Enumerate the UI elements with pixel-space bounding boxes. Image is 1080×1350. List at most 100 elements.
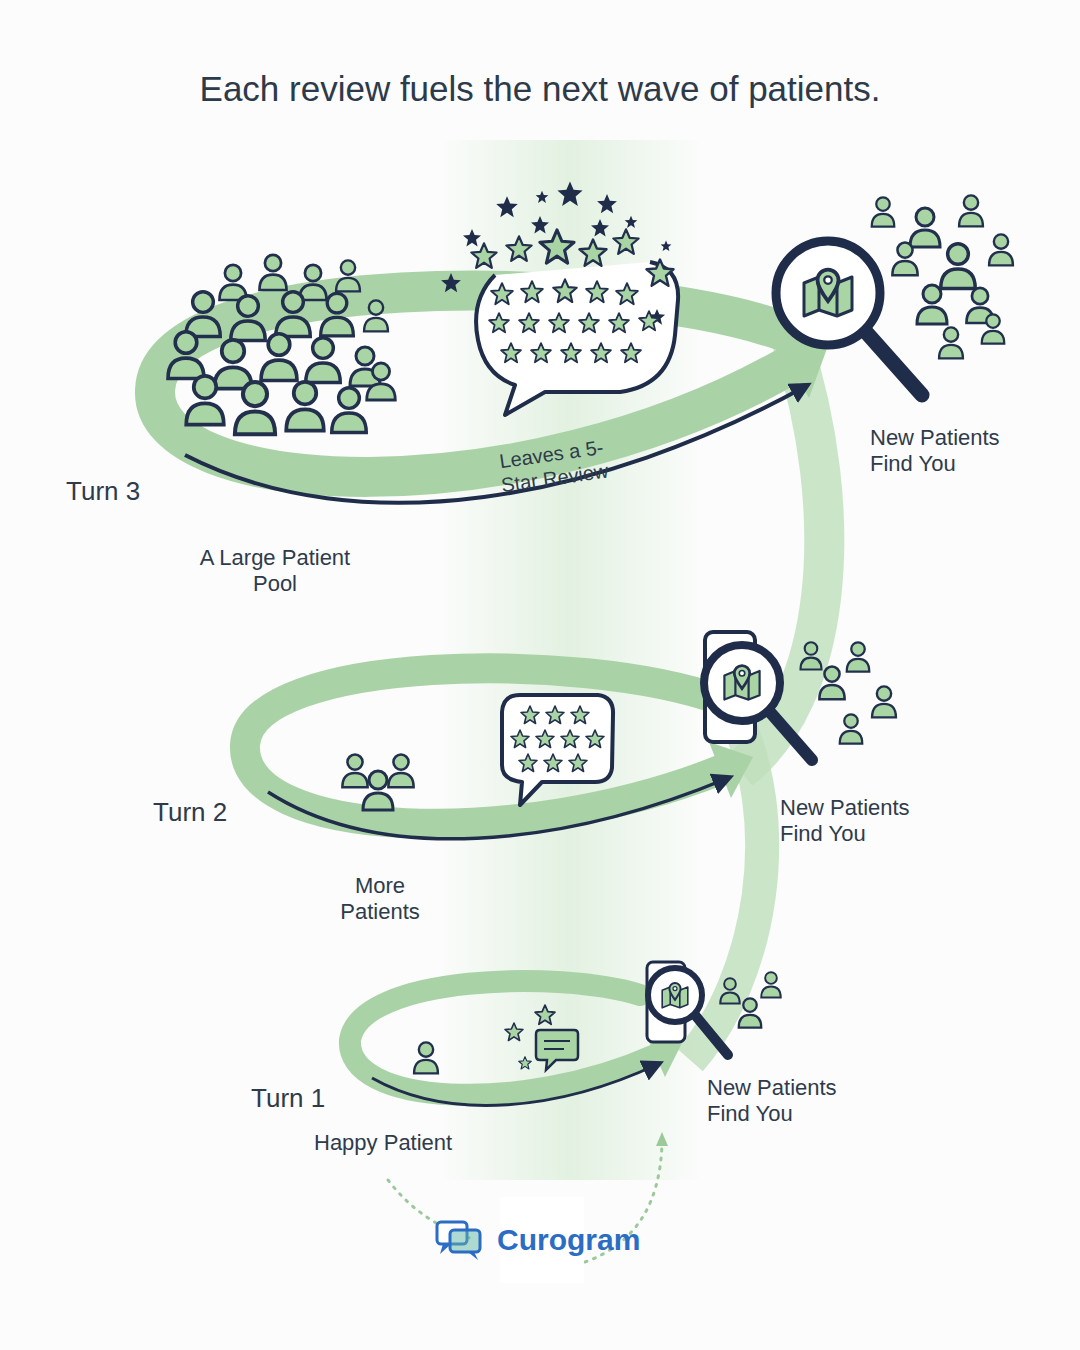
star-icon xyxy=(471,243,496,268)
diagram-title: Each review fuels the next wave of patie… xyxy=(0,68,1080,110)
star-icon xyxy=(519,754,537,772)
dotted-arrowhead xyxy=(656,1132,668,1146)
star-icon xyxy=(521,706,539,724)
patient-group xyxy=(342,755,413,810)
map-icon xyxy=(724,666,759,700)
star-icon xyxy=(580,240,607,266)
patient-crowd xyxy=(168,255,395,434)
turn-label: Turn 1 xyxy=(251,1083,371,1114)
new-patients-group xyxy=(801,642,896,743)
star-icon xyxy=(569,754,587,772)
band-arrowhead xyxy=(709,742,753,798)
star-icon xyxy=(491,283,513,304)
brand-name: Curogram xyxy=(497,1222,667,1258)
stage-label: Happy Patient xyxy=(314,1130,514,1156)
chat-icon xyxy=(536,1030,578,1070)
star-icon xyxy=(647,260,674,286)
star-icon xyxy=(561,343,581,362)
star-icon xyxy=(625,216,638,228)
star-icon xyxy=(586,281,608,302)
star-icon xyxy=(549,313,569,332)
star-icon xyxy=(621,343,641,362)
star-icon xyxy=(519,313,539,332)
flow-arrow xyxy=(185,386,806,503)
person-icon xyxy=(910,208,940,247)
outcome-label: New Patients Find You xyxy=(707,1075,867,1128)
person-icon xyxy=(231,296,266,341)
star-icon xyxy=(616,283,638,304)
magnifier-lens xyxy=(776,241,880,345)
star-icon xyxy=(561,730,579,748)
spiral-band xyxy=(350,981,655,1095)
new-patients-group xyxy=(720,972,781,1027)
star-icon xyxy=(557,181,582,206)
review-bubble xyxy=(502,695,613,805)
person-icon xyxy=(260,255,287,290)
person-icon xyxy=(364,300,388,331)
star-icon xyxy=(501,343,521,362)
star-icon xyxy=(519,1057,532,1069)
person-icon xyxy=(276,292,311,337)
chat-line xyxy=(544,1040,570,1042)
magnifier-lens xyxy=(648,968,702,1022)
person-icon xyxy=(286,382,324,431)
star-icon xyxy=(531,343,551,362)
star-icon xyxy=(609,313,629,332)
person-icon xyxy=(801,642,822,669)
person-icon xyxy=(220,265,247,300)
person-icon xyxy=(819,667,844,700)
star-icon xyxy=(540,230,574,263)
speech-bubble xyxy=(476,262,678,415)
star-icon xyxy=(505,1023,523,1041)
person-icon xyxy=(941,244,976,289)
search-magnifier xyxy=(647,962,728,1055)
magnifier-handle xyxy=(866,332,922,395)
star-icon xyxy=(521,281,543,302)
person-icon xyxy=(872,197,895,226)
star-icon xyxy=(506,236,531,261)
flow-arrow xyxy=(268,778,728,839)
person-icon xyxy=(261,334,297,381)
person-icon xyxy=(332,388,367,433)
person-icon xyxy=(235,382,275,434)
person-icon xyxy=(982,314,1005,343)
star-icon xyxy=(553,279,576,302)
person-icon xyxy=(847,642,870,671)
person-icon xyxy=(186,292,221,337)
person-icon xyxy=(336,260,360,291)
person-icon xyxy=(892,243,917,276)
star-icon xyxy=(579,313,599,332)
map-icon xyxy=(662,983,688,1008)
magnifier-lens xyxy=(704,645,780,721)
review-burst xyxy=(441,181,678,415)
logo-icon xyxy=(437,1222,480,1260)
stage-label: A Large Patient Pool xyxy=(185,545,365,598)
spiral-band xyxy=(155,291,790,477)
star-icon xyxy=(531,216,549,234)
spiral-band xyxy=(245,668,720,823)
magnifier-handle xyxy=(770,712,812,760)
person-icon xyxy=(989,234,1013,265)
person-icon xyxy=(959,195,983,226)
speech-bubble xyxy=(502,695,613,805)
star-icon xyxy=(591,219,609,237)
person-icon xyxy=(720,978,740,1003)
new-patients-group xyxy=(872,195,1013,358)
star-icon xyxy=(544,754,562,772)
person-icon xyxy=(367,363,396,400)
star-icon xyxy=(597,194,617,213)
star-icon xyxy=(661,241,672,252)
map-icon xyxy=(804,270,852,317)
person-icon xyxy=(761,972,781,997)
person-icon xyxy=(342,755,367,788)
stage-label: More Patients xyxy=(320,873,440,926)
outcome-label: New Patients Find You xyxy=(780,795,940,848)
search-magnifier xyxy=(704,632,812,760)
review-icon xyxy=(505,1005,578,1070)
search-magnifier xyxy=(776,241,922,395)
person-icon xyxy=(186,376,224,425)
star-icon xyxy=(489,313,509,332)
star-icon xyxy=(535,1005,555,1024)
person-icon xyxy=(321,293,354,336)
